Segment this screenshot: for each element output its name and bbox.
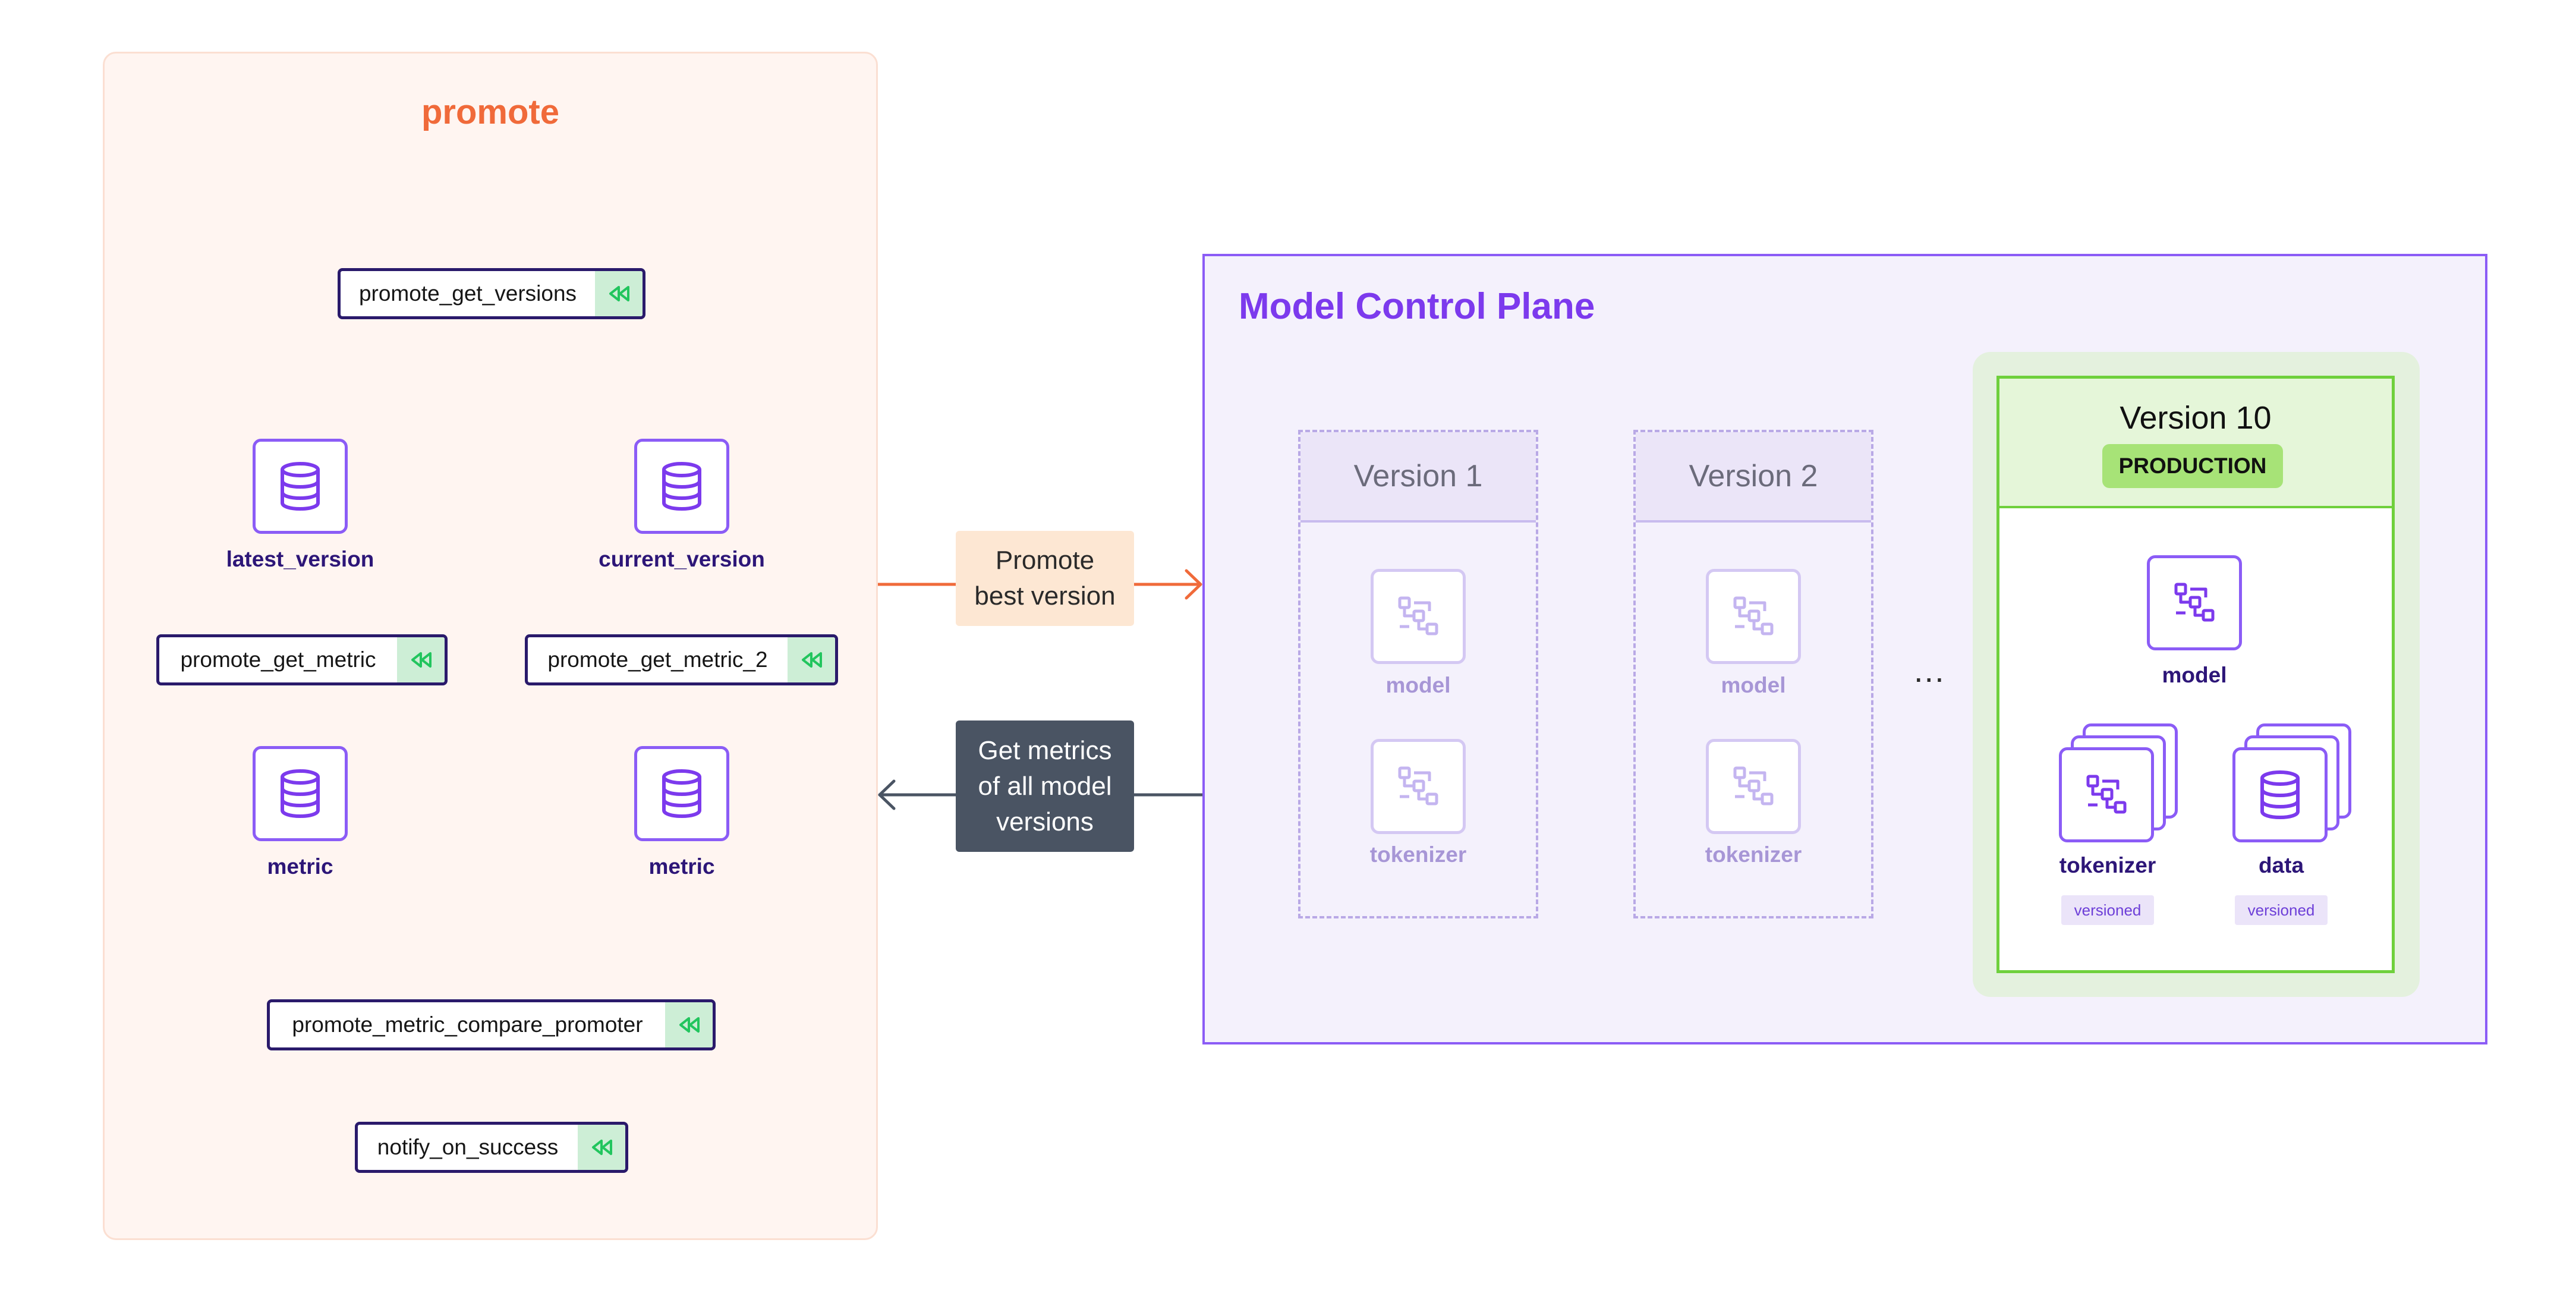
version-column-production[interactable]: Version 10 PRODUCTION model tokenizer ve… bbox=[1996, 376, 2395, 973]
tokenizer-icon bbox=[1733, 766, 1774, 806]
cached-rewind-icon bbox=[397, 637, 445, 682]
tokenizer-artifact[interactable] bbox=[1706, 739, 1801, 834]
tokenizer-label: tokenizer bbox=[1705, 842, 1802, 867]
pipeline-title: promote bbox=[421, 93, 559, 131]
cached-rewind-icon bbox=[665, 1002, 713, 1047]
stack-layer bbox=[2232, 747, 2328, 842]
get-metrics-label: Get metrics of all model versions bbox=[956, 720, 1134, 852]
step-promote-get-metric[interactable]: promote_get_metric bbox=[156, 634, 448, 685]
promote-arrow-head bbox=[1185, 569, 1202, 600]
model-artifact[interactable] bbox=[1706, 569, 1801, 664]
step-promote-get-versions[interactable]: promote_get_versions bbox=[338, 268, 645, 319]
version-column-1[interactable]: Version 1 model tokenizer bbox=[1298, 430, 1538, 918]
tokenizer-artifact[interactable] bbox=[1371, 739, 1466, 834]
production-version-label: Version 10 bbox=[2120, 400, 2272, 436]
database-icon bbox=[2260, 770, 2300, 820]
model-control-plane-title: Model Control Plane bbox=[1239, 286, 1595, 327]
step-promote-get-metric-2[interactable]: promote_get_metric_2 bbox=[525, 634, 838, 685]
artifact-label-latest-version: latest_version bbox=[226, 547, 374, 571]
step-label: promote_get_metric bbox=[180, 647, 376, 672]
tokenizer-icon bbox=[2086, 775, 2127, 814]
cached-rewind-icon bbox=[595, 271, 643, 316]
promote-line-1: Promote bbox=[995, 546, 1095, 575]
cached-rewind-icon bbox=[578, 1125, 625, 1170]
model-artifact[interactable] bbox=[2147, 555, 2242, 650]
stack-layer bbox=[2059, 747, 2154, 842]
artifact-metric-left[interactable] bbox=[253, 746, 348, 841]
model-icon bbox=[1733, 596, 1774, 635]
more-versions-ellipsis: ... bbox=[1914, 652, 1945, 689]
database-icon bbox=[662, 462, 701, 511]
artifact-metric-right[interactable] bbox=[634, 746, 729, 841]
production-header: Version 10 PRODUCTION bbox=[1999, 379, 2392, 508]
model-label: model bbox=[1721, 673, 1786, 697]
artifact-label-metric-left: metric bbox=[267, 854, 333, 879]
step-notify-on-success[interactable]: notify_on_success bbox=[355, 1122, 628, 1173]
tokenizer-label: tokenizer bbox=[1369, 842, 1467, 867]
versioned-tag: versioned bbox=[2061, 895, 2154, 925]
model-label: model bbox=[1385, 673, 1451, 697]
tokenizer-icon bbox=[1398, 766, 1438, 806]
metrics-line-2: of all model bbox=[978, 771, 1112, 801]
step-promote-metric-compare-promoter[interactable]: promote_metric_compare_promoter bbox=[267, 999, 716, 1050]
model-icon bbox=[1398, 596, 1438, 635]
database-icon bbox=[281, 769, 320, 819]
model-artifact[interactable] bbox=[1371, 569, 1466, 664]
tokenizer-label: tokenizer bbox=[2059, 853, 2156, 877]
metrics-line-3: versions bbox=[996, 807, 1094, 836]
version-header: Version 2 bbox=[1636, 432, 1871, 523]
cached-rewind-icon bbox=[788, 637, 835, 682]
production-badge: PRODUCTION bbox=[2102, 444, 2283, 488]
metrics-arrow-head bbox=[878, 779, 896, 810]
database-icon bbox=[281, 462, 320, 511]
data-label: data bbox=[2258, 853, 2304, 877]
model-icon bbox=[2174, 583, 2215, 622]
step-label: promote_get_metric_2 bbox=[547, 647, 768, 672]
step-label: notify_on_success bbox=[377, 1135, 559, 1159]
artifact-latest-version[interactable] bbox=[253, 439, 348, 534]
version-header: Version 1 bbox=[1300, 432, 1536, 523]
artifact-label-metric-right: metric bbox=[648, 854, 715, 879]
promote-best-version-label: Promote best version bbox=[956, 531, 1134, 626]
metrics-line-1: Get metrics bbox=[978, 735, 1112, 765]
version-column-2[interactable]: Version 2 model tokenizer bbox=[1633, 430, 1873, 918]
step-label: promote_get_versions bbox=[358, 281, 577, 306]
versioned-tag: versioned bbox=[2235, 895, 2328, 925]
database-icon bbox=[662, 769, 701, 819]
artifact-label-current-version: current_version bbox=[599, 547, 765, 571]
promote-line-2: best version bbox=[974, 581, 1116, 611]
step-label: promote_metric_compare_promoter bbox=[292, 1012, 643, 1037]
artifact-current-version[interactable] bbox=[634, 439, 729, 534]
model-label: model bbox=[2162, 663, 2227, 687]
